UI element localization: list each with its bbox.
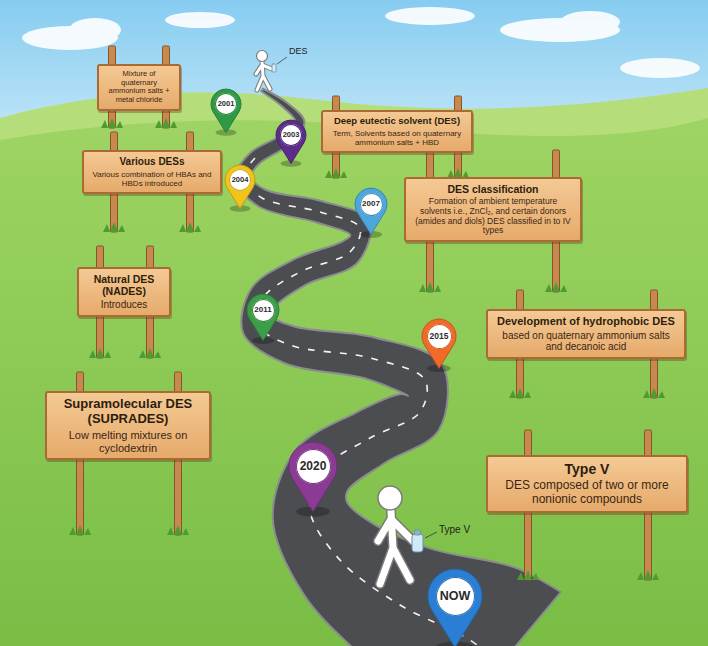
year-label: 2011 [254, 306, 271, 314]
grass-tuft [517, 570, 539, 580]
sign-heading: Supramolecular DES (SUPRADES) [53, 397, 203, 427]
signpost-board: Deep eutectic solvent (DES) Term, Solvent… [321, 110, 473, 153]
year-pin: 2004 [229, 169, 251, 191]
location-pin [225, 165, 255, 208]
grass-tuft [643, 388, 665, 398]
signpost-board: Supramolecular DES (SUPRADES)Low melting… [45, 391, 211, 460]
sign-body: DES composed of two or more nonionic com… [494, 479, 680, 507]
grass-tuft [89, 348, 111, 358]
sign-heading: Various DESs [90, 156, 214, 168]
road-surface [235, 89, 561, 646]
leader-line [425, 532, 437, 538]
year-label: 2001 [218, 100, 235, 108]
grass-tuft [419, 282, 441, 292]
walking-figure [378, 486, 423, 584]
grass-tuft [167, 525, 189, 535]
grass-tuft [139, 348, 161, 358]
year-label: 2007 [362, 200, 380, 208]
sign-heading: Development of hydrophobic DES [494, 315, 678, 328]
year-pin: 2020 [296, 449, 331, 484]
year-label: 2020 [300, 460, 327, 472]
sign-body: Formation of ambient temperature solvent… [412, 197, 574, 236]
signpost-board: Natural DES (NADES) Introduces [77, 267, 171, 317]
grass-tuft [545, 282, 567, 292]
sign-heading: Type V [494, 461, 680, 477]
sign-body: Mixture of quaternary ammonium salts + m… [105, 70, 173, 105]
leader-line [277, 57, 287, 64]
walking-figure [415, 530, 421, 535]
location-pin [289, 442, 337, 511]
sign-heading: Deep eutectic solvent (DES) [329, 116, 465, 127]
signpost-board: DES classificationFormation of ambient t… [404, 177, 582, 242]
location-pin [355, 188, 387, 234]
walking-figure [412, 534, 423, 552]
location-pins [211, 89, 482, 646]
year-pin: 2015 [427, 324, 452, 349]
grass-tuft [103, 222, 125, 232]
year-label: 2004 [232, 176, 249, 184]
location-pin [211, 89, 241, 132]
grass-tuft [637, 570, 659, 580]
walking-figure [257, 51, 268, 62]
year-pin: NOW [436, 577, 475, 616]
year-pin: 2003 [280, 124, 302, 146]
figure-label: DES [289, 47, 308, 57]
year-pin: 2007 [360, 193, 383, 216]
signpost-board: Various DESsVarious combination of HBAs … [82, 150, 222, 194]
sign-body: Various combination of HBAs and HBDs int… [90, 170, 214, 188]
signpost-board: Development of hydrophobic DES based on q… [486, 309, 686, 359]
sign-body: Term, Solvents based on quaternary ammon… [329, 129, 465, 147]
walking-figure [256, 61, 272, 90]
sign-heading: Natural DES (NADES) [85, 273, 163, 297]
grass-tuft [179, 222, 201, 232]
sign-body: Introduces [85, 299, 163, 311]
grass-tuft [101, 118, 123, 128]
clouds [165, 12, 235, 28]
grass-tuft [155, 118, 177, 128]
walking-figure [378, 511, 413, 584]
clouds [560, 11, 620, 33]
walking-figure [272, 64, 276, 72]
year-label: 2003 [283, 131, 300, 139]
clouds [385, 7, 475, 25]
location-pin [428, 569, 482, 646]
clouds [620, 58, 700, 78]
walking-figure [256, 61, 272, 90]
location-pin [247, 294, 279, 340]
grass-tuft [509, 388, 531, 398]
figure-label: Type V [439, 524, 470, 535]
grass-tuft [325, 168, 347, 178]
walking-figure [256, 51, 276, 91]
location-pin [422, 319, 456, 368]
year-label: 2015 [430, 332, 449, 341]
sign-body: based on quaternary ammonium salts and d… [494, 330, 678, 353]
year-pin: 2011 [252, 299, 275, 322]
grass-tuft [69, 525, 91, 535]
signpost-board: Mixture of quaternary ammonium salts + m… [97, 64, 181, 111]
sign-heading: DES classification [412, 183, 574, 195]
signpost-board: Type V DES composed of two or more nonion… [486, 455, 688, 513]
year-pin: 2001 [215, 93, 237, 115]
clouds [69, 18, 121, 42]
winding-road [235, 89, 561, 646]
location-pin [276, 120, 306, 163]
year-label: NOW [440, 590, 471, 603]
walking-figure [378, 486, 402, 510]
walking-figure [378, 511, 413, 584]
sign-body: Low melting mixtures on cyclodextrin [53, 429, 203, 454]
